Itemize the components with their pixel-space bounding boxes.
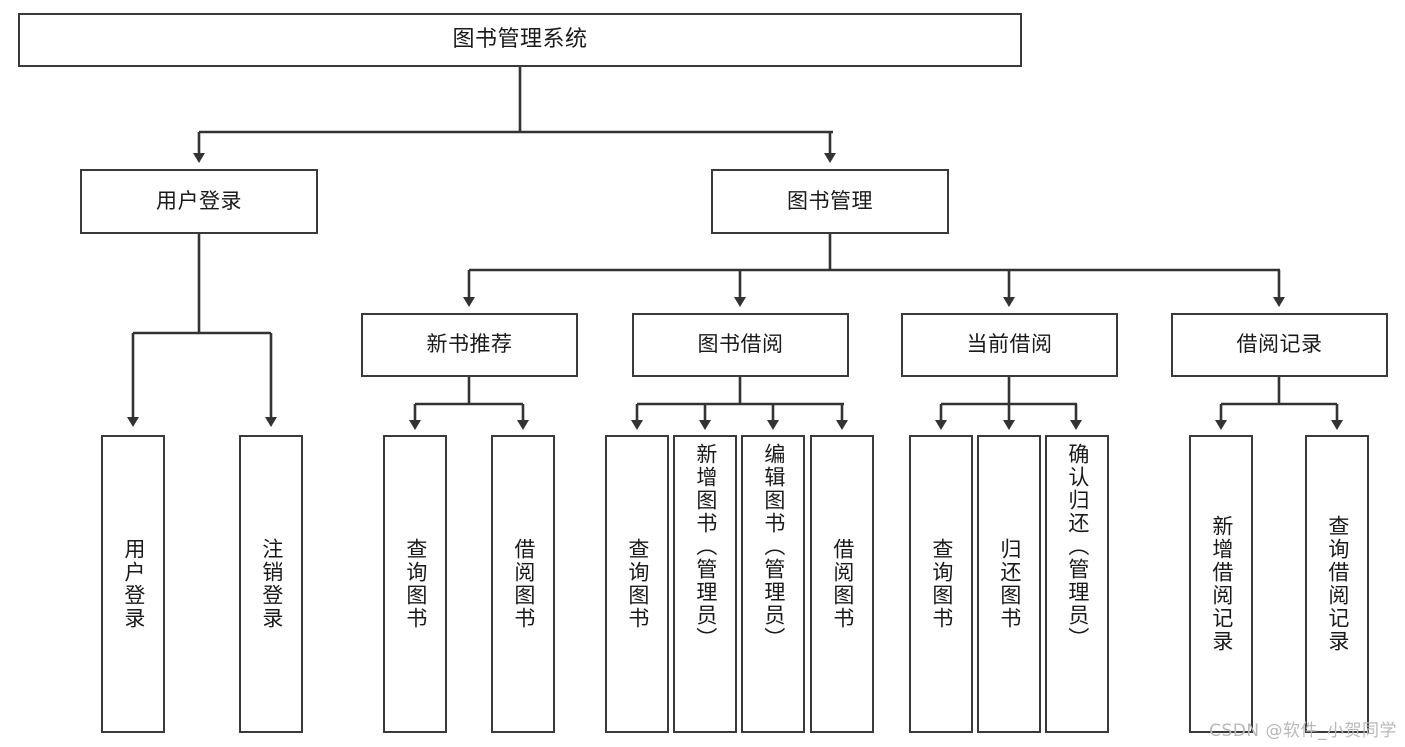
node-label: 借阅图书	[830, 538, 855, 630]
node-label: 图书管理系统	[452, 26, 588, 52]
leaf-book-borrow-add-book-admin[interactable]: 新增图书（管理员）	[673, 435, 737, 733]
leaf-new-book-query-book[interactable]: 查询图书	[383, 435, 447, 733]
leaf-new-book-borrow-book[interactable]: 借阅图书	[491, 435, 555, 733]
node-current-borrow[interactable]: 当前借阅	[901, 313, 1118, 377]
node-label: 借阅记录	[1236, 332, 1323, 357]
node-label: 用户登录	[121, 538, 146, 630]
node-label: 借阅图书	[511, 538, 536, 630]
node-label: 图书管理	[787, 188, 873, 213]
node-label: 查询借阅记录	[1325, 515, 1350, 653]
node-label: 新增图书（管理员）	[693, 443, 718, 650]
leaf-book-borrow-query-book[interactable]: 查询图书	[605, 435, 669, 733]
node-root-book-management-system[interactable]: 图书管理系统	[18, 13, 1022, 67]
node-label: 当前借阅	[966, 332, 1053, 357]
node-label: 查询图书	[625, 538, 650, 630]
node-label: 注销登录	[259, 538, 284, 630]
node-label: 图书借阅	[697, 332, 784, 357]
node-user-login[interactable]: 用户登录	[80, 169, 318, 234]
leaf-current-borrow-query-book[interactable]: 查询图书	[909, 435, 973, 733]
leaf-borrow-record-query-record[interactable]: 查询借阅记录	[1305, 435, 1369, 733]
watermark: CSDN @软件_小贺同学	[1209, 721, 1397, 741]
leaf-user-login-logout[interactable]: 注销登录	[239, 435, 303, 733]
node-label: 用户登录	[156, 188, 242, 213]
node-label: 查询图书	[403, 538, 428, 630]
node-new-book-recommend[interactable]: 新书推荐	[361, 313, 578, 377]
node-label: 确认归还（管理员）	[1065, 443, 1090, 650]
leaf-current-borrow-return-book[interactable]: 归还图书	[977, 435, 1041, 733]
node-label: 新书推荐	[426, 332, 513, 357]
leaf-user-login-login[interactable]: 用户登录	[101, 435, 165, 733]
node-label: 编辑图书（管理员）	[761, 443, 786, 650]
leaf-book-borrow-borrow-book[interactable]: 借阅图书	[810, 435, 874, 733]
leaf-book-borrow-edit-book-admin[interactable]: 编辑图书（管理员）	[741, 435, 805, 733]
leaf-current-borrow-confirm-return-admin[interactable]: 确认归还（管理员）	[1045, 435, 1109, 733]
node-book-management[interactable]: 图书管理	[711, 169, 949, 234]
leaf-borrow-record-add-record[interactable]: 新增借阅记录	[1189, 435, 1253, 733]
node-label: 查询图书	[929, 538, 954, 630]
node-borrow-record[interactable]: 借阅记录	[1171, 313, 1388, 377]
node-book-borrow[interactable]: 图书借阅	[632, 313, 849, 377]
node-label: 新增借阅记录	[1209, 515, 1234, 653]
node-label: 归还图书	[997, 538, 1022, 630]
